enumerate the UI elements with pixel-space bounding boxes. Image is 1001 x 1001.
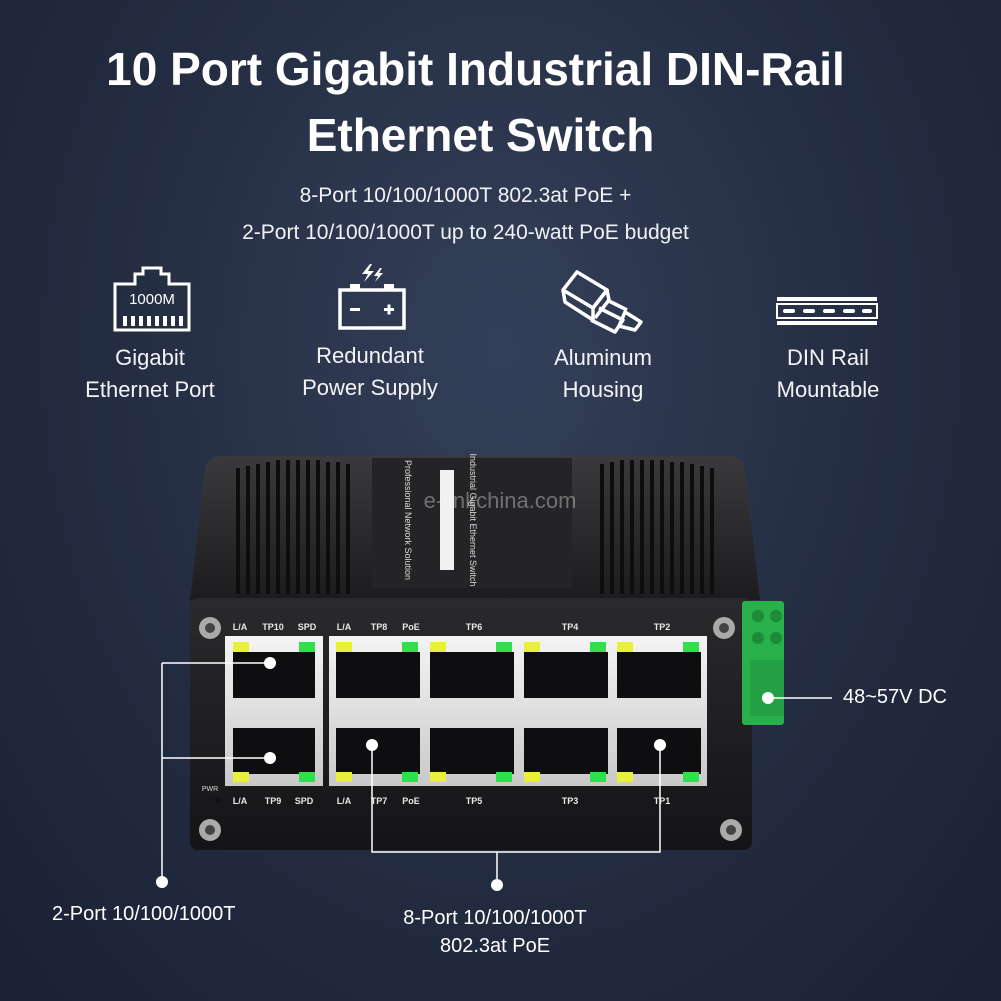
screw-icon [199,617,742,841]
feature-gigabit: Gigabit Ethernet Port [60,342,240,406]
feature-din-rail: DIN Rail Mountable [738,342,918,406]
subtitle-line1: 8-Port 10/100/1000T 802.3at PoE + [299,184,632,207]
feature-redundant-power: Redundant Power Supply [280,340,460,404]
label-tp7: TP7 [371,796,388,806]
label-tp10: TP10 [262,622,284,632]
din-rail-icon [776,297,878,325]
callout-two-port: 2-Port 10/100/1000T [52,903,236,925]
label-tp8: TP8 [371,622,388,632]
label-tp5: TP5 [466,796,483,806]
feature-redundant-power-line1: Redundant [316,343,424,368]
page-title-line2: Ethernet Switch [306,109,655,161]
feature-din-rail-line2: Mountable [776,377,880,402]
feature-din-rail-line1: DIN Rail [787,345,869,370]
callout-power: 48~57V DC [843,686,947,708]
rj45-port-icon: 1000M [113,266,191,332]
label-tp6: TP6 [466,622,483,632]
callout-eight-port-line2: 802.3at PoE [439,935,551,957]
feature-aluminum-line2: Housing [562,377,644,402]
rj45-port-icon-text: 1000M [129,291,175,308]
callout-eight-port: 8-Port 10/100/1000T 802.3at PoE [380,904,610,960]
label-bottom-la-1: L/A [233,796,248,806]
feature-gigabit-line1: Gigabit [115,345,185,370]
battery-icon [338,264,406,330]
feature-redundant-power-line2: Power Supply [302,375,438,400]
metal-ingots-icon [561,270,643,334]
label-tp1: TP1 [654,796,671,806]
feature-aluminum-housing: Aluminum Housing [513,342,693,406]
watermark: e-linkchina.com [424,488,577,513]
label-tp2: TP2 [654,622,671,632]
feature-gigabit-line2: Ethernet Port [85,377,215,402]
feature-aluminum-line1: Aluminum [554,345,652,370]
label-top-poe: PoE [402,622,420,632]
panel-text-1: Industrial Gigabit Ethernet Switch [468,453,478,586]
label-top-la-1: L/A [233,622,248,632]
label-top-la-2: L/A [337,622,352,632]
label-bottom-spd: SPD [295,796,314,806]
label-bottom-poe: PoE [402,796,420,806]
label-pwr: PWR [202,786,218,793]
label-tp3: TP3 [562,796,579,806]
label-tp4: TP4 [562,622,579,632]
callout-eight-port-line1: 8-Port 10/100/1000T [403,907,587,929]
page-title-line1: 10 Port Gigabit Industrial DIN-Rail [106,43,845,95]
subtitle-line2: 2-Port 10/100/1000T up to 240-watt PoE b… [242,221,689,244]
label-tp9: TP9 [265,796,282,806]
panel-text-2: Professional Network Solution [403,460,413,580]
label-top-spd: SPD [298,622,317,632]
label-bottom-la-2: L/A [337,796,352,806]
